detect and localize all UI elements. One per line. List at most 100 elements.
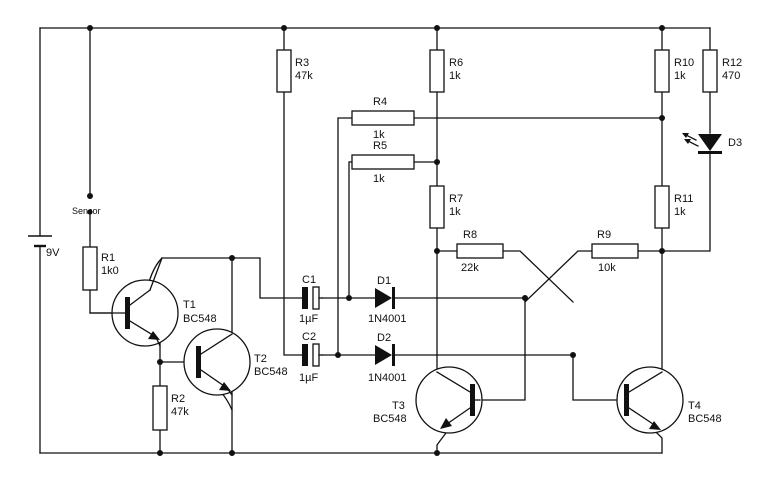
- r3-c2-wire: [283, 91, 303, 356]
- r4-ref: R4: [373, 96, 387, 108]
- t2-ref: T2: [254, 353, 267, 365]
- diodes: D1 1N4001 D2 1N4001 D3: [368, 133, 742, 384]
- r7-ref: R7: [449, 193, 463, 205]
- transistor-t2: T2 BC548: [183, 328, 288, 396]
- r1-ref: R1: [101, 252, 115, 264]
- junction-dot: [522, 295, 528, 301]
- transistor-t1-collector: [129, 289, 151, 306]
- capacitors: C1 1µF C2 1µF: [299, 274, 323, 384]
- c2-ref: C2: [302, 331, 316, 343]
- led-d3-arrowhead-2: [684, 139, 691, 144]
- junction-dot: [659, 25, 665, 31]
- r4-left-wire: [337, 117, 353, 356]
- junction-dot: [570, 352, 576, 358]
- transistor-t1-base-bar: [125, 297, 130, 329]
- d1-value: 1N4001: [368, 313, 407, 325]
- r6-value: 1k: [449, 70, 461, 82]
- c2-value: 1µF: [299, 372, 318, 384]
- junction-dot: [281, 25, 287, 31]
- junction-dot: [229, 450, 235, 456]
- wires: [39, 27, 711, 454]
- d2-ref: D2: [377, 332, 391, 344]
- led-d3-arrowhead-1: [682, 133, 689, 138]
- t3-ref: T3: [392, 400, 405, 412]
- transistor-t1-collector-lead: [149, 257, 163, 291]
- sensor-terminal-bottom: [87, 209, 93, 215]
- d1-ref: D1: [377, 275, 391, 287]
- diode-d2-triangle: [375, 345, 392, 365]
- t3-value: BC548: [373, 413, 407, 425]
- transistor-t2-collector: [200, 333, 233, 355]
- resistor-r10: [654, 49, 670, 93]
- r10-value: 1k: [674, 70, 686, 82]
- transistor-t1: T1 BC548: [89, 257, 217, 347]
- capacitor-c1-plate-left: [302, 287, 308, 309]
- transistor-t4-emitter: [628, 407, 657, 427]
- transistor-t4-base-bar: [624, 384, 629, 416]
- r9-ref: R9: [597, 229, 611, 241]
- resistor-r4: [351, 110, 415, 126]
- transistor-t2-emitter-lead: [226, 387, 233, 396]
- junction-dot: [229, 255, 235, 261]
- t4-ref: T4: [688, 400, 701, 412]
- junction-dots: [87, 25, 665, 456]
- r12-value: 470: [722, 70, 740, 82]
- r11-value: 1k: [674, 206, 686, 218]
- d2-t4-wire: [392, 354, 625, 401]
- junction-dot: [659, 115, 665, 121]
- sensor-terminal-top: [87, 193, 93, 199]
- sensor-label: Sensor: [72, 206, 101, 216]
- r12-ref: R12: [722, 57, 742, 69]
- junction-dot: [434, 25, 440, 31]
- junction-dot: [434, 450, 440, 456]
- battery-label: 9V: [46, 247, 60, 259]
- capacitor-c2-plate-right: [312, 343, 320, 367]
- r8-ref: R8: [463, 229, 477, 241]
- resistor-r5: [351, 154, 415, 170]
- transistor-t4-collector: [628, 371, 663, 393]
- r3-value: 47k: [295, 70, 313, 82]
- led-d3-triangle: [698, 134, 722, 151]
- r6-ref: R6: [449, 57, 463, 69]
- r9-cross-wire: [524, 250, 593, 303]
- resistor-r12: [702, 49, 718, 93]
- transistor-t3-collector: [436, 371, 471, 393]
- resistor-r9: [591, 243, 639, 259]
- transistor-t2-body: [183, 328, 251, 396]
- r5-ref: R5: [373, 140, 387, 152]
- transistor-t4-arrow: [649, 421, 661, 430]
- transistor-t3-body: [415, 366, 483, 434]
- r7-value: 1k: [449, 206, 461, 218]
- resistor-r7: [429, 185, 445, 229]
- transistor-t3: T3 BC548: [373, 366, 483, 434]
- t1-value: BC548: [183, 313, 217, 325]
- junction-dot: [87, 25, 93, 31]
- sensor: Sensor: [72, 206, 101, 216]
- resistor-r3: [276, 49, 292, 93]
- d1-t3-wire: [392, 297, 526, 401]
- r1-value: 1k0: [101, 265, 119, 277]
- transistor-t3-arrow: [440, 418, 452, 429]
- junction-dot: [157, 359, 163, 365]
- r2-ref: R2: [171, 393, 185, 405]
- transistor-t4: T4 BC548: [616, 366, 722, 434]
- resistor-r8: [456, 243, 504, 259]
- r9-value: 10k: [598, 262, 616, 274]
- r3-ref: R3: [295, 57, 309, 69]
- collector-node-to-c1-wire: [231, 257, 303, 299]
- resistors: R1 1k0 R2 47k R3 47k R4 1k R5 1k R6 1k R…: [82, 49, 742, 431]
- capacitor-c2-plate-left: [302, 344, 308, 366]
- diode-d1-triangle: [375, 288, 392, 308]
- transistor-t1-emitter-lead: [155, 336, 161, 347]
- r2-value: 47k: [171, 406, 189, 418]
- d2-value: 1N4001: [368, 372, 407, 384]
- transistor-t2-base-bar: [196, 346, 201, 378]
- r5-value: 1k: [373, 173, 385, 185]
- transistor-t4-body: [616, 366, 684, 434]
- r11-ref: R11: [674, 193, 693, 205]
- led-d3-cathode: [698, 151, 722, 154]
- resistor-r2: [152, 385, 168, 431]
- resistor-r11: [654, 185, 670, 229]
- junction-dot: [434, 248, 440, 254]
- r8-cross-wire: [502, 250, 574, 303]
